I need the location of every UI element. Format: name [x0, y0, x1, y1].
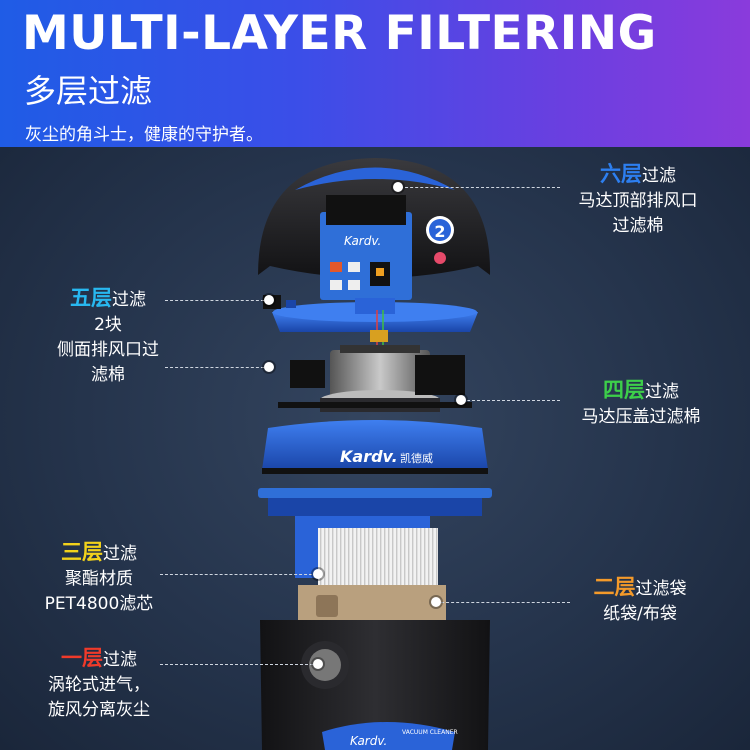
layer5-desc-2: 侧面排风口过: [57, 340, 159, 360]
header-banner: MULTI-LAYER FILTERING 多层过滤 灰尘的角斗士，健康的守护者…: [0, 0, 750, 147]
callout-dot-layer3: [313, 569, 323, 579]
layer2-suffix: 过滤袋: [635, 579, 687, 599]
layer2-number: 二层: [593, 575, 636, 599]
tank-sticker-text: VACUUM CLEANER: [402, 729, 458, 736]
callout-dot-layer1: [313, 659, 323, 669]
page-title-cn: 多层过滤: [24, 72, 153, 110]
callout-line-layer2: [436, 602, 570, 603]
layer1-desc-1: 涡轮式进气，: [48, 675, 150, 695]
callout-dot-layer4: [456, 395, 466, 405]
layer2-desc-1: 纸袋/布袋: [603, 604, 677, 624]
lid-brand-cn: 凯德威: [400, 451, 433, 465]
callout-dot-layer2: [431, 597, 441, 607]
layer5-number: 五层: [70, 286, 112, 310]
label-layer4: 四层过滤 马达压盖过滤棉: [566, 378, 716, 430]
layer4-number: 四层: [603, 378, 645, 402]
layer6-suffix: 过滤: [642, 166, 676, 186]
layer5-desc-3: 滤棉: [91, 365, 125, 385]
slogan: 灰尘的角斗士，健康的守护者。: [25, 125, 263, 145]
lid-logo: Kardv.: [340, 447, 398, 466]
product-illustration-area: 2 Kardv. Kardv: [0, 147, 750, 750]
label-layer1: 一层过滤 涡轮式进气， 旋风分离灰尘: [32, 646, 166, 723]
label-layer5: 五层过滤 2块 侧面排风口过 滤棉: [48, 286, 168, 388]
layer1-desc-2: 旋风分离灰尘: [48, 700, 150, 720]
page-title-en: MULTI-LAYER FILTERING: [22, 6, 657, 61]
label-layer6: 六层过滤 马达顶部排风口 过滤棉: [568, 162, 708, 239]
badge-number: 2: [434, 222, 445, 241]
layer3-number: 三层: [61, 540, 103, 564]
vacuum-exploded-illustration: 2 Kardv. Kardv: [258, 158, 492, 750]
callout-line-layer1: [160, 664, 318, 665]
callout-line-layer4: [462, 400, 560, 401]
layer3-suffix: 过滤: [103, 544, 137, 564]
panel-logo: Kardv.: [344, 234, 381, 248]
layer6-number: 六层: [600, 162, 642, 186]
layer3-desc-1: 聚酯材质: [65, 569, 133, 589]
label-layer2: 二层过滤袋 纸袋/布袋: [576, 575, 704, 627]
pet-filter-cartridge: [318, 528, 438, 586]
tank-logo: Kardv.: [350, 734, 387, 748]
dust-tank: Kardv. VACUUM CLEANER: [260, 620, 490, 750]
layer3-desc-2: PET4800滤芯: [44, 594, 154, 614]
motor-assembly: [278, 310, 472, 412]
tank-sticker: [322, 722, 455, 750]
layer1-number: 一层: [61, 646, 103, 670]
label-layer3: 三层过滤 聚酯材质 PET4800滤芯: [32, 540, 166, 617]
layer5-desc-1: 2块: [94, 315, 122, 335]
layer4-desc-1: 马达压盖过滤棉: [581, 407, 701, 427]
callout-line-layer3: [160, 574, 317, 575]
motor-cover-lid: Kardv. 凯德威: [258, 420, 492, 516]
callout-line-layer5a: [165, 300, 269, 301]
motor-top-ring: [263, 295, 478, 332]
layer4-suffix: 过滤: [645, 382, 679, 402]
layer5-suffix: 过滤: [112, 290, 146, 310]
callout-line-layer6: [400, 187, 560, 188]
layer6-desc-1: 马达顶部排风口: [578, 191, 698, 211]
callout-dot-layer5a: [264, 295, 274, 305]
callout-dot-layer5b: [264, 362, 274, 372]
callout-line-layer5b: [165, 367, 269, 368]
callout-dot-layer6: [393, 182, 403, 192]
top-cover-dome: 2 Kardv.: [258, 158, 491, 300]
layer1-suffix: 过滤: [103, 650, 137, 670]
layer6-desc-2: 过滤棉: [612, 216, 664, 236]
